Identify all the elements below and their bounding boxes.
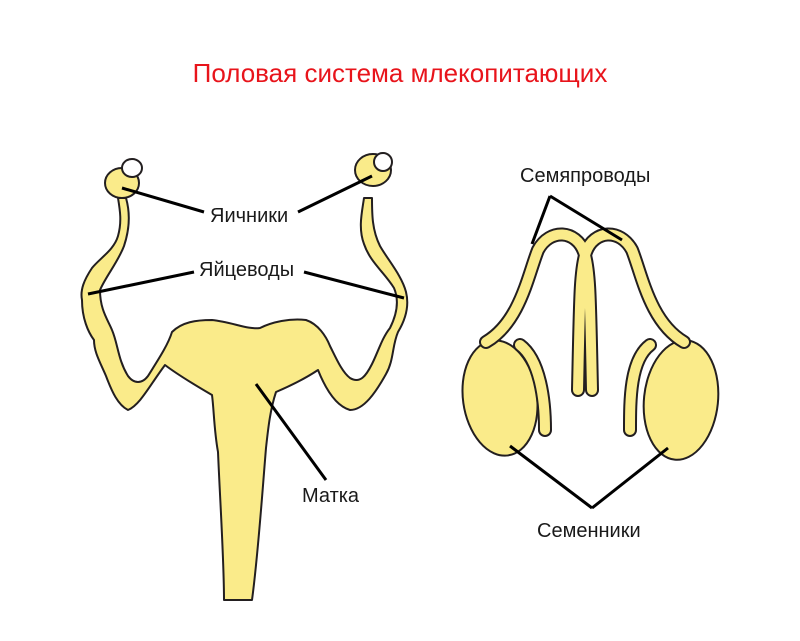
uterus-leader [254, 383, 328, 481]
ovaries-label: Яичники [210, 205, 288, 227]
diagram-title: Половая система млекопитающих [192, 58, 608, 88]
oviducts-leader-left [87, 270, 195, 296]
uterus-label: Матка [302, 485, 360, 507]
testes-label: Семенники [537, 520, 641, 542]
uterus-shape [80, 197, 409, 601]
female-reproductive-system: Яичники Яйцеводы Матка [80, 152, 409, 601]
ovaries-leader-left [121, 186, 205, 214]
male-reproductive-system: Семяпроводы Семенники [461, 165, 720, 542]
right-ovary [354, 152, 393, 187]
ovaries-leader-right [297, 174, 373, 214]
vas-leader-right [549, 194, 623, 242]
oviducts-leader-right [303, 270, 405, 300]
vas-deferens-label: Семяпроводы [520, 165, 650, 187]
testes-leader-left [509, 444, 593, 510]
vas-deferens [479, 227, 691, 437]
right-testis [642, 339, 720, 461]
oviducts-label: Яйцеводы [199, 259, 294, 281]
testes-leader-right [591, 446, 669, 510]
vas-leader-left [530, 195, 552, 245]
